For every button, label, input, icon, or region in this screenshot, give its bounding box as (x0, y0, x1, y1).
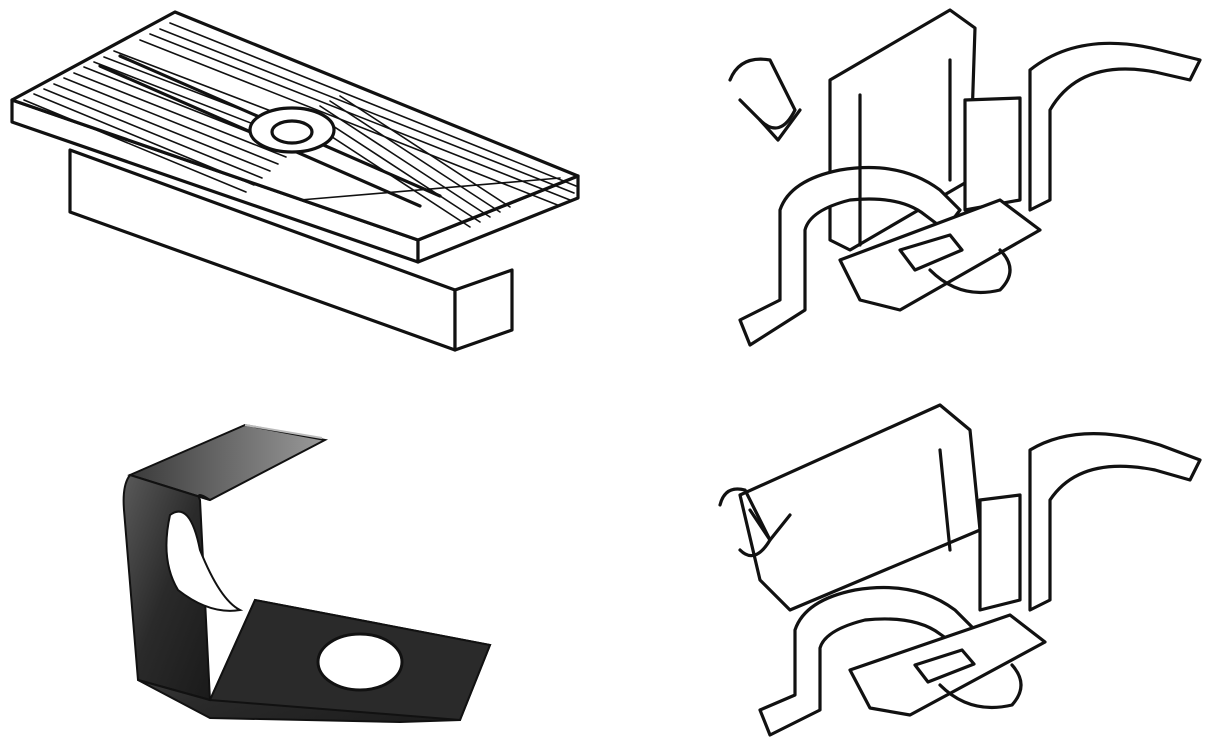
bracket-flange-highlight (244, 424, 323, 439)
double-spring-clip-icon (700, 0, 1216, 369)
bracket-cutout (165, 510, 244, 612)
clamp-grooves-left (23, 50, 319, 193)
clamp-stem-side (453, 268, 514, 352)
double-spring-clip-icon (700, 390, 1216, 738)
grooved-rail-clamp-icon (0, 0, 600, 369)
clip-bottom-body (718, 403, 1202, 737)
double-clip-bottom-drawing (718, 403, 1202, 737)
bracket-mounting-hole (316, 632, 404, 692)
clamp-screw-hole-inner (270, 119, 314, 145)
rail-clamp-drawing (10, 10, 580, 352)
bent-bracket-drawing (122, 423, 492, 724)
double-clip-top-drawing (728, 8, 1202, 347)
clip-top-body (728, 8, 1202, 347)
bent-metal-bracket-icon (60, 400, 520, 738)
